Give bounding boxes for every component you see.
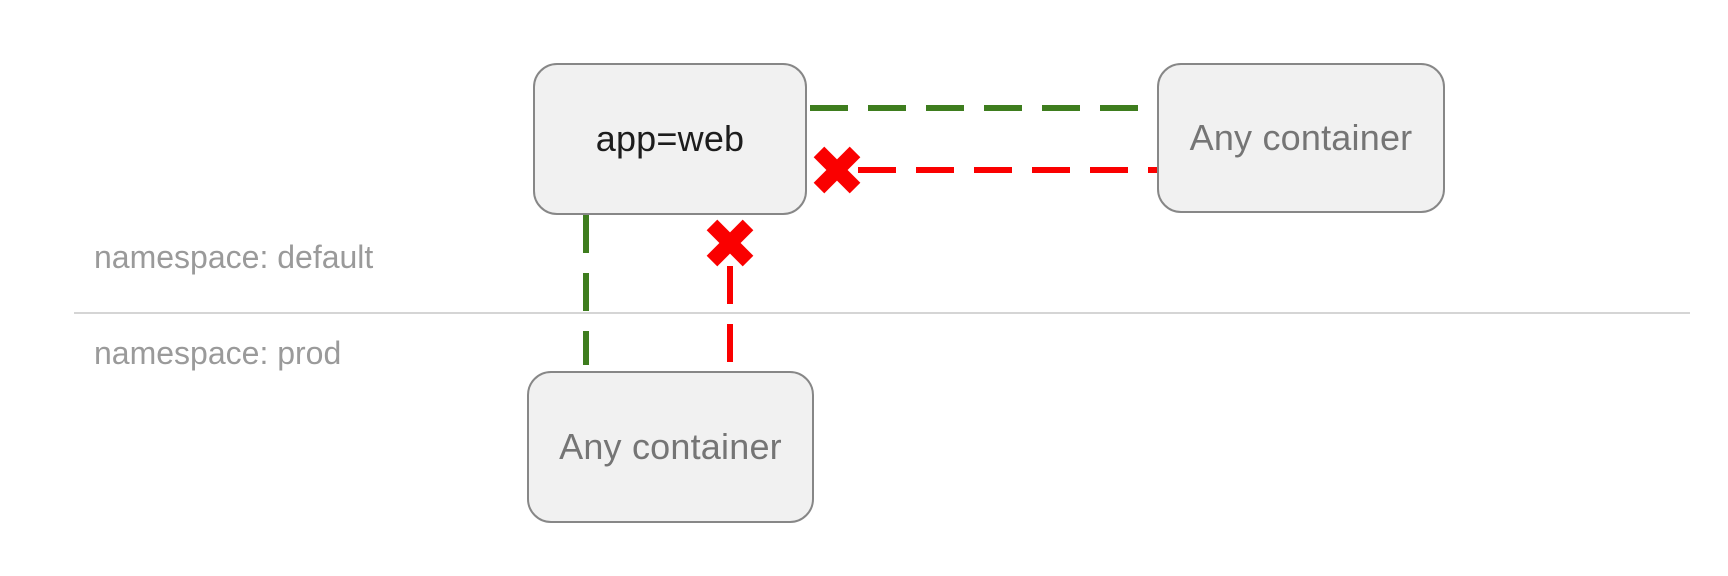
namespace-prod-label: namespace: prod (94, 335, 342, 371)
node-any-container-default: Any container (1157, 63, 1445, 213)
blocked-ingress-line-from-default-container (858, 167, 1157, 173)
node-app-web: app=web (533, 63, 807, 215)
node-any-container-prod-label: Any container (559, 426, 782, 467)
allowed-egress-line-to-prod-container (583, 215, 589, 365)
blocked-x-icon (707, 220, 753, 266)
namespace-divider-line (74, 312, 1690, 314)
node-any-container-default-label: Any container (1189, 117, 1413, 158)
allowed-egress-line-to-default-container (810, 105, 1157, 111)
node-app-web-label: app=web (595, 118, 745, 159)
namespace-default-label: namespace: default (94, 239, 374, 275)
blocked-ingress-line-from-prod-container (727, 266, 733, 371)
blocked-x-icon (814, 147, 860, 193)
node-any-container-prod: Any container (527, 371, 814, 523)
